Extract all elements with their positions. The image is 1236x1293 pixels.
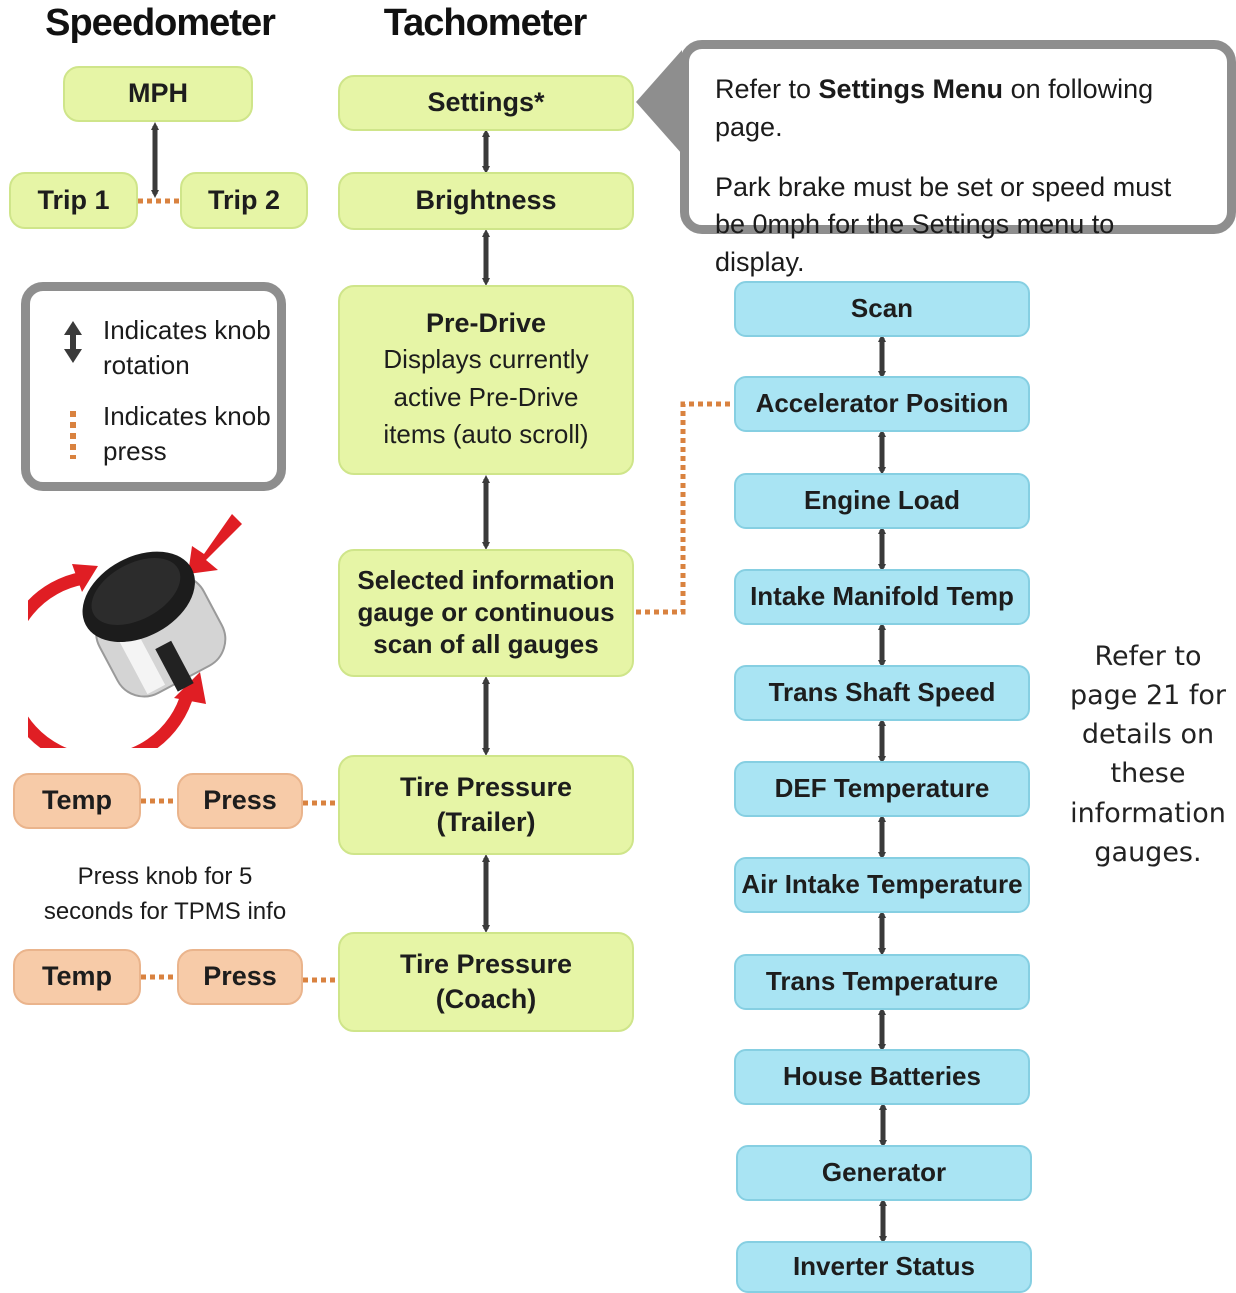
predrive-description: Displays currently active Pre-Drive item… [383,344,589,450]
legend-symbols [64,321,82,459]
callout-bold-text: Settings Menu [818,74,1004,104]
rotation-arrow-icon [64,349,82,363]
trailer-press-box: Press [177,773,303,829]
gauge-accelerator-position: Accelerator Position [734,376,1030,432]
gauge-air-intake-temperature: Air Intake Temperature [734,857,1030,913]
callout-line-1: Refer to Settings Menu on following page… [715,71,1201,147]
tire-coach-subtitle: (Coach) [435,984,537,1014]
tire-coach-title: Tire Pressure [399,948,573,979]
rotation-arc-icon [28,571,195,748]
mph-box: MPH [63,66,253,122]
gauges-side-note: Refer to page 21 for details on these in… [1069,641,1227,868]
legend-press-label: Indicates knob press [103,401,271,467]
predrive-title: Pre-Drive [425,307,547,338]
gauge-trans-shaft-speed: Trans Shaft Speed [734,665,1030,721]
press-arrow-icon [188,514,242,574]
trailer-temp-box: Temp [13,773,141,829]
gauge-def-temperature: DEF Temperature [734,761,1030,817]
tire-pressure-trailer-box: Tire Pressure (Trailer) [338,755,634,855]
gauge-generator: Generator [736,1145,1032,1201]
settings-callout: Refer to Settings Menu on following page… [680,40,1236,277]
coach-temp-box: Temp [13,949,141,1005]
knob-icon [28,514,242,748]
settings-box: Settings* [338,75,634,131]
tire-pressure-coach-box: Tire Pressure (Coach) [338,932,634,1032]
callout-text: on following page. [715,74,1154,142]
callout-text: Refer to [715,74,819,104]
legend: Indicates knob rotation Indicates knob p… [21,282,286,491]
rotation-arrow-icon [64,321,82,335]
tachometer-heading: Tachometer [383,2,588,44]
callout-pointer [636,50,682,154]
gauge-house-batteries: House Batteries [734,1049,1030,1105]
selected-info-box: Selected information gauge or continuous… [338,549,634,677]
press-connector [636,401,733,615]
tire-trailer-subtitle: (Trailer) [436,807,536,837]
gauge-engine-load: Engine Load [734,473,1030,529]
brightness-box: Brightness [338,172,634,230]
coach-press-box: Press [177,949,303,1005]
gauge-scan: Scan [734,281,1030,337]
legend-rotation-label: Indicates knob rotation [103,315,271,381]
tpms-note: Press knob for 5 seconds for TPMS info [43,863,287,925]
predrive-box: Pre-Drive Displays currently active Pre-… [338,285,634,475]
gauge-trans-temperature: Trans Temperature [734,954,1030,1010]
gauge-intake-manifold-temp: Intake Manifold Temp [734,569,1030,625]
callout-line-2: Park brake must be set or speed must be … [715,171,1172,278]
trip1-box: Trip 1 [9,172,138,229]
trip2-box: Trip 2 [180,172,308,229]
gauge-inverter-status: Inverter Status [736,1241,1032,1293]
tire-trailer-title: Tire Pressure [399,771,573,802]
speedometer-heading: Speedometer [45,2,276,44]
